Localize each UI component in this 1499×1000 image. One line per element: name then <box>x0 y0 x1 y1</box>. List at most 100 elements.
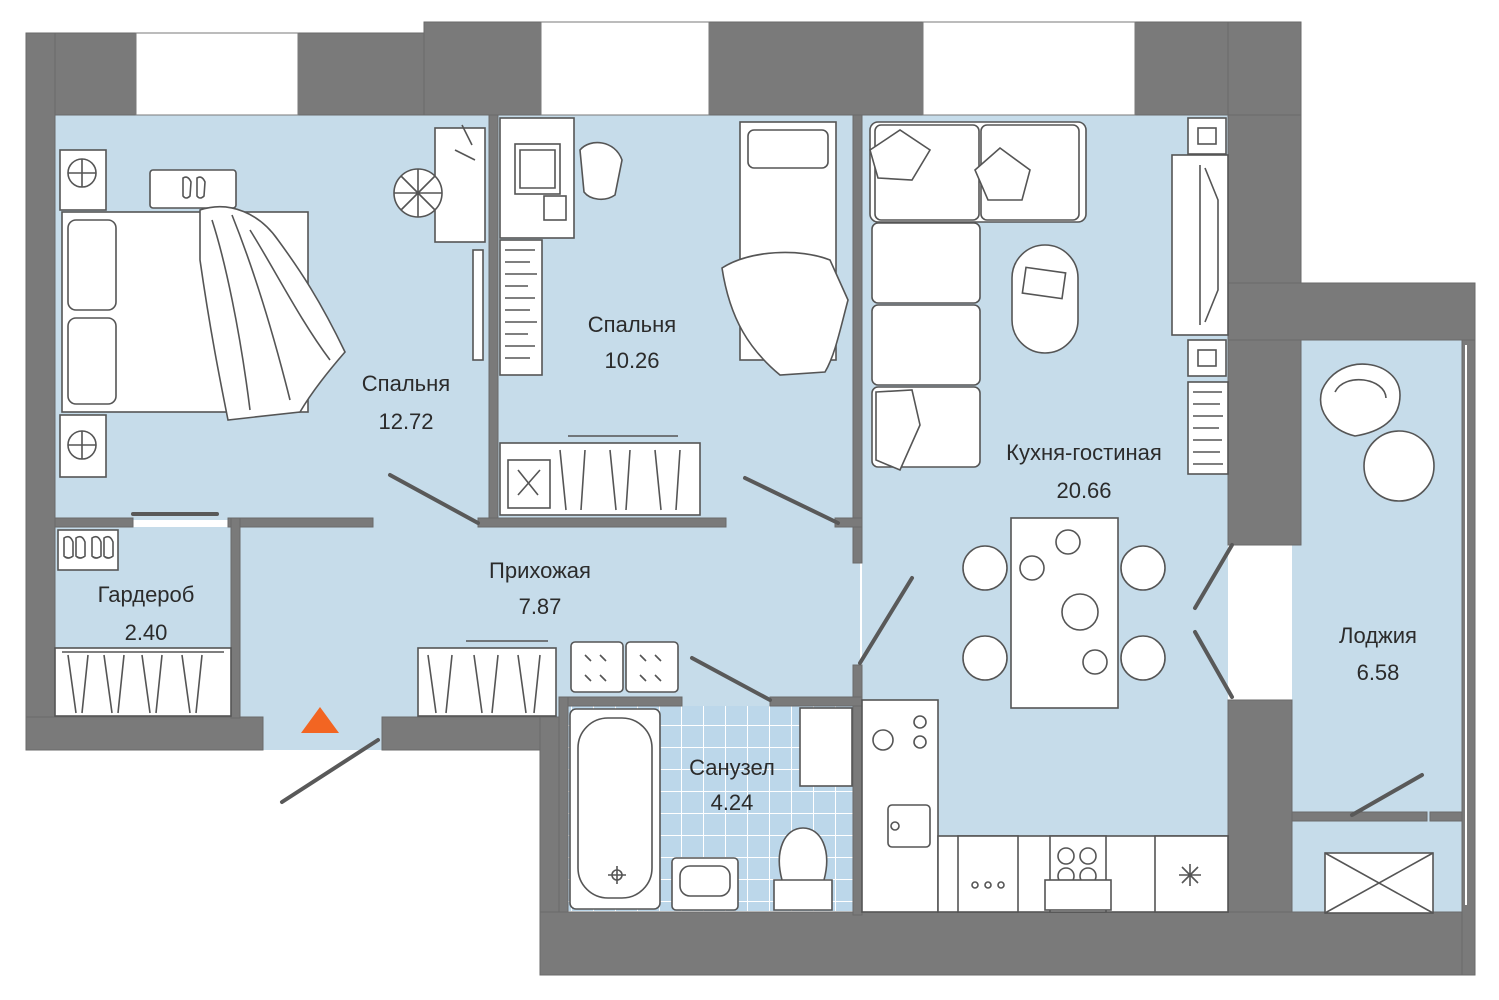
bathroom-furniture <box>569 707 853 911</box>
snowflake-icon <box>1179 864 1201 886</box>
wall-int-bed-hall-1 <box>227 517 374 528</box>
wall-right-top <box>1227 21 1302 116</box>
dining-chair-4 <box>1120 635 1166 681</box>
wardrobe-furniture <box>54 529 232 717</box>
oven <box>1044 879 1112 911</box>
nightstand-top <box>59 149 107 211</box>
wall-int-ward-right <box>230 517 241 719</box>
dining-chair-1 <box>962 545 1008 591</box>
door-loggia-c <box>1350 773 1424 817</box>
dining-table <box>1010 517 1119 709</box>
door-loggia-a <box>1193 543 1234 610</box>
pillow-bottom <box>67 317 117 405</box>
loggia-furniture <box>1319 363 1435 914</box>
room-name-wardrobe: Гардероб <box>98 582 195 607</box>
kitchen-living-furniture <box>861 117 1229 913</box>
bedroom-1-furniture <box>59 124 486 478</box>
door-bathroom <box>690 656 772 702</box>
wall-int-bed-hall-2 <box>477 517 727 528</box>
single-bed-blanket <box>721 251 849 376</box>
wall-right-lower <box>1227 699 1293 913</box>
washing-machine <box>799 707 853 787</box>
door-bedroom-2 <box>743 476 840 525</box>
wall-bottom-left <box>25 716 264 751</box>
desk-bedroom-1 <box>434 127 486 243</box>
hob-left <box>872 729 894 751</box>
wall-bottom-mid <box>381 716 568 751</box>
room-area-hallway: 7.87 <box>519 594 562 619</box>
dining-chair-3 <box>962 635 1008 681</box>
cushion-3 <box>875 389 921 472</box>
dining-chair-2 <box>1120 545 1166 591</box>
room-name-kitchen-living: Кухня-гостиная <box>1006 440 1162 465</box>
hallway-wardrobe <box>417 647 557 717</box>
door-kitchen <box>858 576 914 665</box>
side-table <box>1363 430 1435 502</box>
desk-lamp-icon <box>454 124 476 161</box>
wall-loggia-right <box>1461 339 1476 976</box>
cushion-1 <box>869 129 932 181</box>
pouf-1 <box>570 641 624 693</box>
dishwasher <box>957 835 1019 913</box>
mirror-bedroom-1 <box>472 249 484 361</box>
book-icon <box>543 195 567 221</box>
magazines <box>1021 266 1067 300</box>
door-bedroom-1 <box>388 473 480 525</box>
wall-left <box>25 32 56 751</box>
room-area-loggia: 6.58 <box>1357 660 1400 685</box>
room-name-bedroom-2: Спальня <box>588 312 676 337</box>
wall-int-bath-top-2 <box>769 696 863 707</box>
wall-bottom-main <box>539 911 1476 976</box>
door-entrance <box>280 738 380 804</box>
room-name-hallway: Прихожая <box>489 558 591 583</box>
room-name-bathroom: Санузел <box>689 755 775 780</box>
walls <box>25 21 1476 976</box>
wall-int-bed1-bed2 <box>488 114 499 523</box>
laptop-icon <box>514 143 561 195</box>
pouf-2 <box>625 641 679 693</box>
window-2 <box>540 21 710 116</box>
toilet <box>773 827 833 911</box>
doors <box>131 473 1424 817</box>
room-name-loggia: Лоджия <box>1339 623 1417 648</box>
bedroom-2-furniture <box>499 117 849 516</box>
wall-int-bed2-kitchen <box>852 114 863 564</box>
door-loggia-b <box>1193 630 1234 699</box>
wall-top-c <box>423 21 542 116</box>
sofa-seat-4 <box>871 304 981 386</box>
room-area-bathroom: 4.24 <box>711 790 754 815</box>
nightstand-bottom <box>59 414 107 478</box>
room-labels: Спальня 12.72 Спальня 10.26 Кухня-гостин… <box>98 312 1417 815</box>
sink <box>887 804 931 848</box>
wall-top-b <box>297 32 425 116</box>
wall-int-ward-top <box>54 517 134 528</box>
hallway-furniture <box>417 640 679 717</box>
wall-loggia-top <box>1227 282 1476 341</box>
room-area-kitchen-living: 20.66 <box>1056 478 1111 503</box>
office-chair <box>579 141 623 201</box>
coffee-table <box>1011 244 1079 354</box>
wall-int-loggia <box>1291 811 1428 822</box>
room-name-bedroom-1: Спальня <box>362 371 450 396</box>
wall-top-d <box>708 21 924 116</box>
bookshelf-bedroom-2 <box>499 239 543 376</box>
tv-icon <box>1199 165 1219 325</box>
wall-int-bath-top-1 <box>565 696 683 707</box>
armchair <box>1319 363 1401 437</box>
room-area-bedroom-2: 10.26 <box>604 348 659 373</box>
shoes-icon <box>63 535 114 559</box>
window-1 <box>135 32 299 116</box>
entrance-triangle-icon <box>301 707 339 733</box>
blanket <box>199 205 346 421</box>
slippers-icon <box>182 176 206 199</box>
pillow-top <box>67 219 117 311</box>
wall-int-loggia-2 <box>1429 811 1463 822</box>
single-bed-pillow <box>747 129 829 169</box>
cushion-2 <box>974 146 1031 201</box>
room-area-bedroom-1: 12.72 <box>378 409 433 434</box>
sofa-seat-3 <box>871 222 981 304</box>
room-area-wardrobe: 2.40 <box>125 620 168 645</box>
window-3 <box>922 21 1136 116</box>
drain-icon <box>608 866 626 884</box>
bedside-rug <box>149 169 237 209</box>
